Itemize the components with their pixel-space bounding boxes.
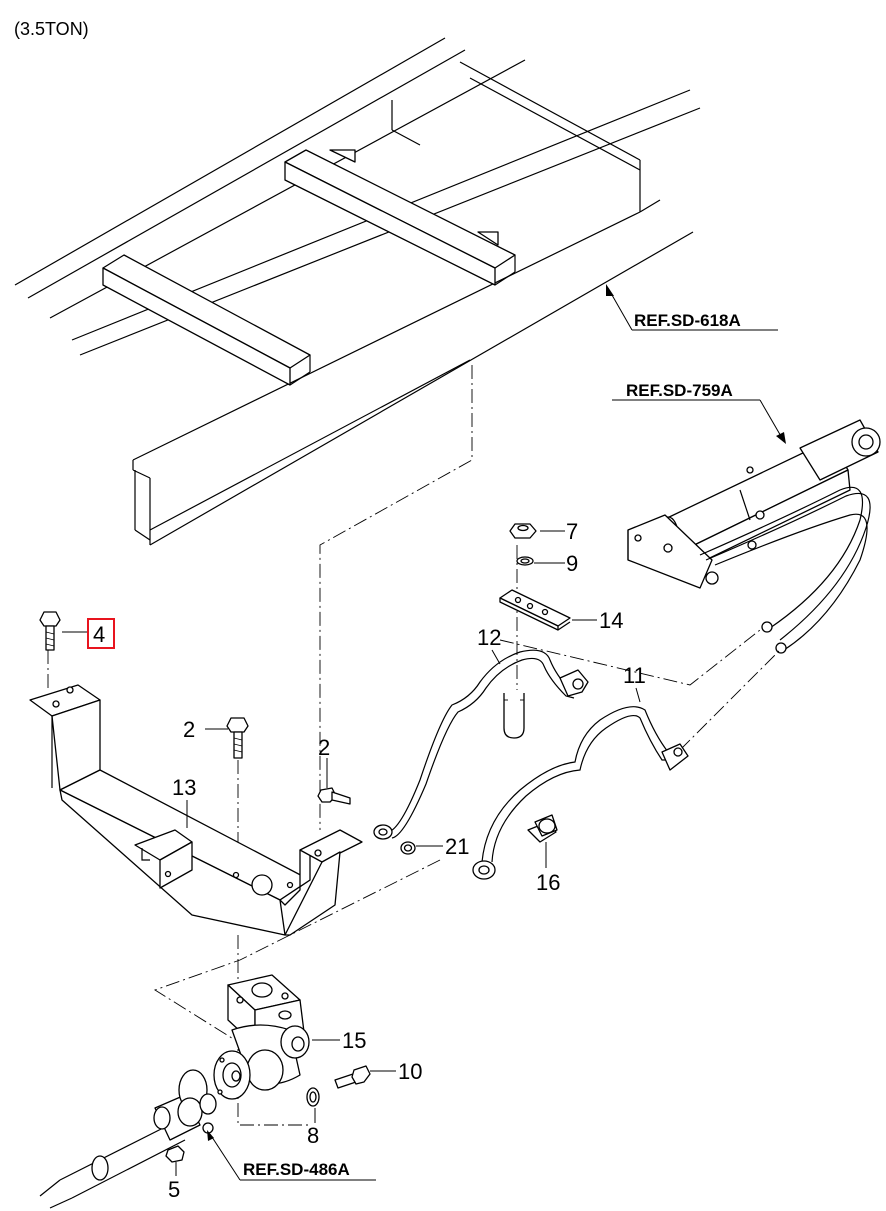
plate-14[interactable]: 14 xyxy=(499,589,623,633)
bracket-13[interactable]: 13 xyxy=(29,684,363,936)
ref-frame-label[interactable]: REF.SD-618A xyxy=(634,311,741,330)
chassis-frame xyxy=(14,37,701,546)
bolt-10[interactable]: 10 xyxy=(334,1059,422,1089)
callout-4-highlight-box xyxy=(87,618,115,649)
callout-14[interactable]: 14 xyxy=(599,608,623,633)
ref-shaft-callout: REF.SD-486A xyxy=(207,1130,376,1181)
callout-21[interactable]: 21 xyxy=(445,834,469,859)
bolt-4[interactable]: 4 xyxy=(39,611,115,651)
callout-10[interactable]: 10 xyxy=(398,1059,422,1084)
callout-9[interactable]: 9 xyxy=(566,551,578,576)
assembly-centerlines xyxy=(47,365,781,1126)
bolt-2-right[interactable]: 2 xyxy=(317,735,351,805)
ref-cylinder-callout: REF.SD-759A xyxy=(612,381,786,444)
callout-12[interactable]: 12 xyxy=(477,625,501,650)
plug-16[interactable]: 16 xyxy=(527,814,560,895)
washer-8[interactable]: 8 xyxy=(306,1087,320,1148)
callout-11[interactable]: 11 xyxy=(623,663,646,688)
bolt-2-left[interactable]: 2 xyxy=(183,717,249,759)
washer-9[interactable]: 9 xyxy=(516,551,578,576)
callout-13[interactable]: 13 xyxy=(172,775,196,800)
callout-4[interactable]: 4 xyxy=(93,622,105,647)
pto-pump-15[interactable]: 15 xyxy=(213,974,366,1100)
drive-shaft xyxy=(39,1069,217,1209)
pipe-11[interactable]: 11 xyxy=(472,663,689,880)
callout-16[interactable]: 16 xyxy=(536,870,560,895)
nut-5[interactable]: 5 xyxy=(165,1145,185,1202)
callout-2-left[interactable]: 2 xyxy=(183,717,195,742)
oring-21[interactable]: 21 xyxy=(400,834,469,859)
pipe-12[interactable]: 12 xyxy=(373,625,589,840)
ref-shaft-label[interactable]: REF.SD-486A xyxy=(243,1160,350,1179)
callout-15[interactable]: 15 xyxy=(342,1028,366,1053)
tilt-cylinder xyxy=(627,419,881,654)
u-bolt[interactable] xyxy=(503,693,525,739)
callout-5[interactable]: 5 xyxy=(168,1177,180,1202)
ref-cylinder-label[interactable]: REF.SD-759A xyxy=(626,381,733,400)
callout-8[interactable]: 8 xyxy=(307,1123,319,1148)
nut-7[interactable]: 7 xyxy=(509,519,578,544)
diagram-title: (3.5TON) xyxy=(14,19,89,39)
callout-2-right[interactable]: 2 xyxy=(318,735,330,760)
ref-frame-callout: REF.SD-618A xyxy=(606,284,778,331)
callout-7[interactable]: 7 xyxy=(566,519,578,544)
